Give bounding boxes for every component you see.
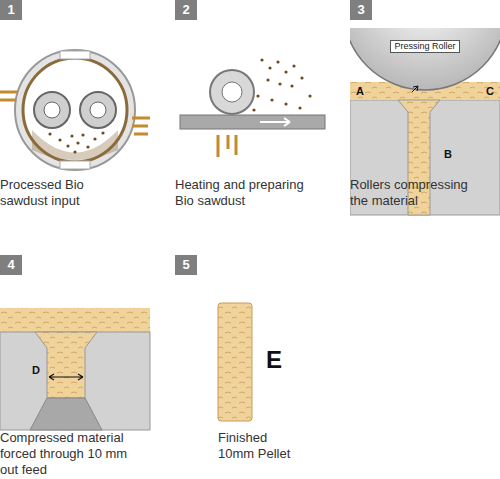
- step-caption: Finished 10mm Pellet: [218, 430, 300, 462]
- step-caption: Heating and preparing Bio sawdust: [175, 177, 315, 209]
- node-text: 2: [182, 2, 189, 17]
- mixer-drum: [0, 50, 150, 170]
- pressing-die: [350, 28, 500, 215]
- heating-conveyor: [180, 58, 325, 157]
- callout-number: 1: [0, 0, 22, 20]
- callout-number: 5: [175, 255, 197, 275]
- dimension-letter: D: [32, 364, 40, 376]
- step-caption: Compressed material forced through 10 mm…: [0, 430, 142, 478]
- step-caption: Processed Bio sawdust input: [0, 177, 112, 209]
- callout-number: 4: [0, 255, 22, 275]
- node-text: 4: [7, 257, 14, 272]
- part-letter: B: [444, 148, 452, 160]
- die-channel: [0, 308, 150, 430]
- step-caption: Rollers compressing the material: [350, 177, 478, 209]
- node-text: Pressing Roller: [394, 41, 455, 51]
- callout-number: 2: [175, 0, 197, 20]
- node-text: 1: [7, 2, 14, 17]
- callout-number: 3: [350, 0, 372, 20]
- roller-tag: Pressing Roller: [390, 40, 460, 53]
- pellet: [218, 303, 252, 421]
- part-letter: C: [486, 85, 494, 97]
- part-letter: A: [356, 85, 364, 97]
- node-text: 3: [357, 2, 364, 17]
- node-text: 5: [182, 257, 189, 272]
- part-letter: E: [266, 346, 282, 374]
